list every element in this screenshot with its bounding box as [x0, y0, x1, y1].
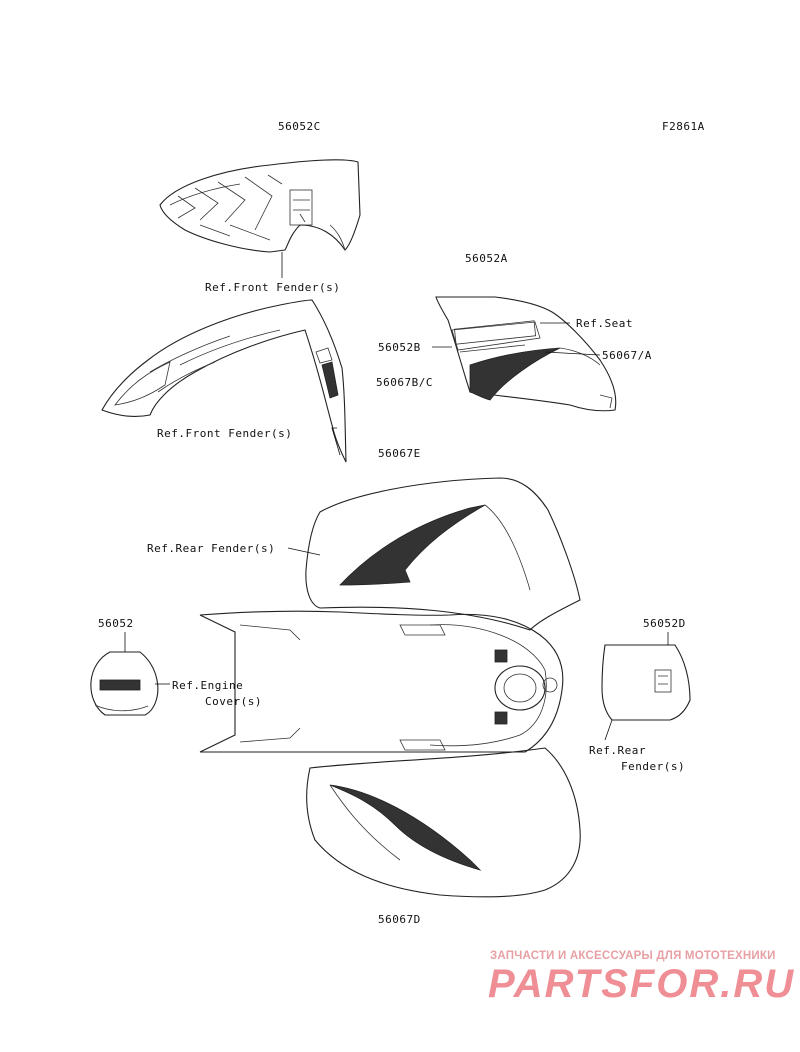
- part-number-56052[interactable]: 56052: [98, 617, 134, 630]
- engine-cover-emblem-part[interactable]: [90, 651, 159, 716]
- part-number-56067e[interactable]: 56067E: [378, 447, 421, 460]
- seat-side-cover-part[interactable]: [435, 296, 617, 412]
- rear-fender-decal-part[interactable]: [601, 644, 691, 721]
- part-number-56052d[interactable]: 56052D: [643, 617, 686, 630]
- front-fender-side-part[interactable]: [101, 299, 347, 463]
- part-number-56052c[interactable]: 56052C: [278, 120, 321, 133]
- watermark-tagline: ЗАПЧАСТИ И АКСЕССУАРЫ ДЛЯ МОТОТЕХНИКИ: [490, 950, 776, 962]
- ref-front-fender-label-2[interactable]: Ref.Front Fender(s): [157, 427, 293, 440]
- ref-engine-cover-label-line1[interactable]: Ref.Engine: [172, 679, 244, 692]
- rear-fender-part[interactable]: [199, 477, 581, 898]
- ref-rear-fender-label-2-line1[interactable]: Ref.Rear: [589, 744, 646, 757]
- ref-engine-cover-label-line2[interactable]: Cover(s): [205, 695, 262, 708]
- part-number-56067d[interactable]: 56067D: [378, 913, 421, 926]
- leader-lines: [124, 252, 669, 741]
- ref-rear-fender-label-1[interactable]: Ref.Rear Fender(s): [147, 542, 276, 555]
- part-number-56052b[interactable]: 56052B: [378, 341, 421, 354]
- ref-rear-fender-label-2-line2[interactable]: Fender(s): [621, 760, 686, 773]
- watermark-logo: PARTSFOR.RU: [488, 962, 796, 1006]
- ref-seat-label[interactable]: Ref.Seat: [576, 317, 633, 330]
- front-fender-top-part[interactable]: [159, 159, 361, 253]
- diagram-code: F2861A: [662, 120, 705, 133]
- part-number-56052a[interactable]: 56052A: [465, 252, 508, 265]
- ref-front-fender-label-1[interactable]: Ref.Front Fender(s): [205, 281, 341, 294]
- part-number-56067a[interactable]: 56067/A: [602, 349, 652, 362]
- part-number-56067bc[interactable]: 56067B/C: [376, 376, 433, 389]
